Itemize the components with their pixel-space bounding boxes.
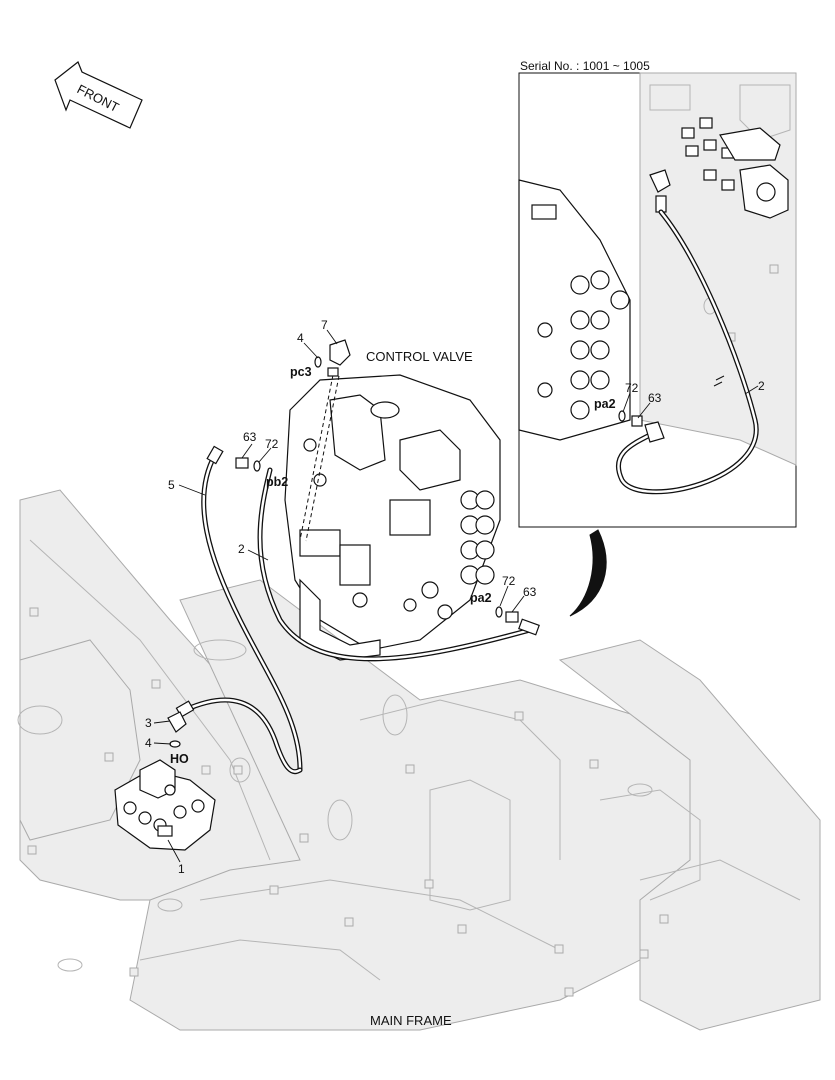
inset-serial: Serial No. : 1001 ~ 1005	[520, 59, 650, 73]
callout-63-right: 63	[523, 585, 537, 599]
inset-callout-63: 63	[648, 391, 662, 405]
inset-callout-pa2: pa2	[594, 397, 616, 411]
callout-72-left: 72	[265, 437, 279, 451]
callout-pc3: pc3	[290, 365, 312, 379]
callout-pb2: pb2	[266, 475, 288, 489]
hoses-main	[175, 374, 540, 775]
callout-3: 3	[145, 716, 152, 730]
callout-1: 1	[178, 862, 185, 876]
callout-ho: HO	[170, 752, 189, 766]
leader-lines-main	[153, 329, 525, 863]
callout-72-right: 72	[502, 574, 516, 588]
callout-2: 2	[238, 542, 245, 556]
fittings-main	[167, 339, 519, 748]
callout-7: 7	[321, 318, 328, 332]
control-valve-drawing	[284, 374, 501, 661]
inset-valve-stack	[518, 179, 631, 441]
callout-4-bottom: 4	[145, 736, 152, 750]
inset-pointer	[569, 529, 607, 617]
inset-ports	[681, 117, 789, 219]
callout-pa2: pa2	[470, 591, 492, 605]
inset-callout-2: 2	[758, 379, 765, 393]
callouts-main: 4 7 pc3 63 72 pb2 5 2 72 63 pa2 3 4 HO 1	[145, 318, 537, 876]
front-arrow: FRONT	[54, 61, 143, 129]
main-frame-drawing	[17, 489, 821, 1031]
control-valve-label: CONTROL VALVE	[366, 349, 473, 364]
callout-63-left: 63	[243, 430, 257, 444]
callout-5: 5	[168, 478, 175, 492]
remote-control-valve-drawing	[114, 759, 216, 851]
main-frame-label: MAIN FRAME	[370, 1013, 452, 1028]
inset-callout-72: 72	[625, 381, 639, 395]
callout-4-top: 4	[297, 331, 304, 345]
inset-panel: Serial No. : 1001 ~ 1005	[518, 59, 797, 528]
